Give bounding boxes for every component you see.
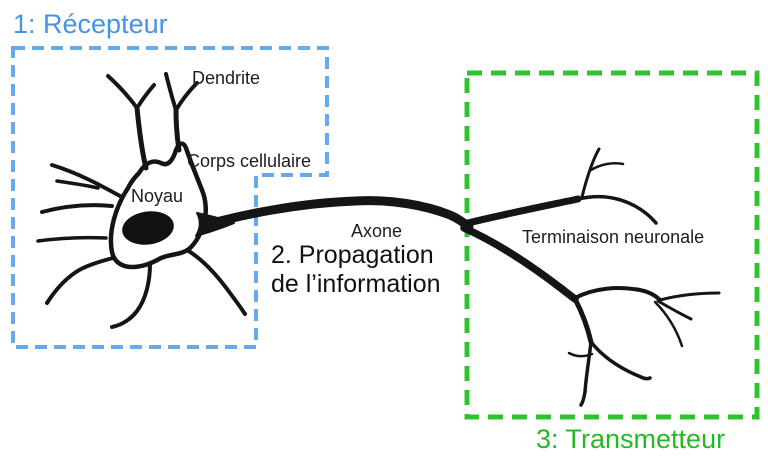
transmitter-region-box [464, 70, 760, 420]
terminal-branch [658, 291, 721, 302]
dendrite-branch [173, 107, 182, 153]
dendrite-branch [185, 248, 247, 316]
nucleus-label: Noyau [131, 186, 184, 206]
dendrite-branch [36, 235, 108, 243]
terminal-branch [460, 195, 582, 228]
transmitter-step-label: 3: Transmetteur [536, 424, 726, 454]
terminal-branch [580, 147, 601, 199]
dendrite-label: Dendrite [192, 68, 261, 88]
receptor-step-label: 1: Récepteur [13, 9, 168, 39]
dendrite-branch [134, 105, 149, 171]
dendrite-branch [55, 179, 100, 190]
nucleus-shape [122, 211, 174, 245]
terminal-branch [589, 340, 652, 381]
dendrite-branch [40, 203, 114, 214]
terminal-branch [589, 162, 625, 172]
dendrite-branch [164, 72, 178, 112]
dendrite-branch [45, 256, 115, 305]
dendrite-branch [135, 83, 156, 110]
terminal-branch [656, 299, 693, 321]
terminal-branch [653, 300, 684, 348]
dendrite-branch [110, 262, 152, 329]
propagation-step-label: 2. Propagation de l’information [271, 241, 441, 299]
receptor-region-box [11, 46, 329, 349]
axon-fiber [200, 196, 474, 232]
terminal-branch [576, 194, 658, 225]
dendrite-branch [174, 81, 199, 112]
terminal-branch [573, 286, 662, 302]
cell-body-label: Corps cellulaire [187, 151, 312, 171]
dendrite-branch [106, 74, 139, 110]
terminal-branch [460, 224, 579, 303]
axon-label: Axone [351, 221, 403, 241]
propagation-step-line2: de l’information [271, 270, 441, 298]
dendrite-branch [50, 163, 122, 198]
terminal-branch [567, 351, 594, 358]
terminal-branch [572, 296, 594, 345]
propagation-step-line1: 2. Propagation [271, 241, 434, 269]
terminal-branch [579, 340, 593, 407]
nerve-terminal-label: Terminaison neuronale [522, 227, 705, 247]
